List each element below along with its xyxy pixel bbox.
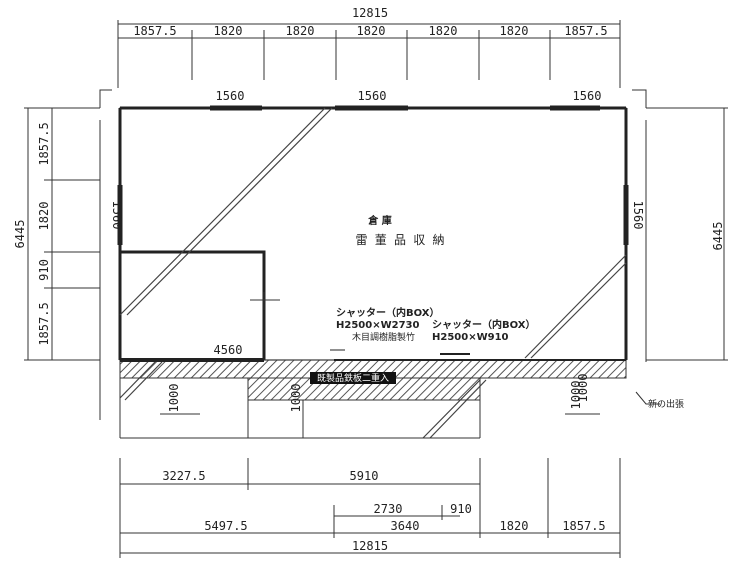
shutter-labels: シャッター（内BOX） H2500×W2730 シャッター（内BOX） H250… [330, 306, 535, 351]
shutter-b-size: H2500×W910 [432, 332, 509, 343]
window-bottom: 4560 [214, 343, 243, 357]
left-total-dim: 6445 [13, 220, 27, 249]
left-dimension-chain: 6445 1857.5 1820 910 1857.5 [13, 107, 100, 361]
band-label: 既製品鉄板二重入 [317, 372, 389, 384]
window-right: 1560 [631, 201, 645, 230]
apron-area: 1000 1000 1000 1000 新の出張 [119, 374, 684, 439]
top-seg-5: 1820 [429, 24, 458, 38]
bottom-row3-c: 1820 [500, 519, 529, 533]
bottom-row3-d: 1857.5 [562, 519, 605, 533]
room-use: 雷 董 品 収 納 [356, 233, 445, 247]
left-seg-3: 910 [37, 259, 51, 281]
bottom-row1-b: 5910 [350, 469, 379, 483]
shutter-a-size: H2500×W2730 [336, 320, 419, 331]
top-seg-3: 1820 [286, 24, 315, 38]
room-name: 倉 庫 [367, 214, 391, 227]
shutter-note: 木目調樹脂製竹 [352, 331, 415, 343]
bottom-dimension-chain: 3227.5 5910 2730 910 5497.5 3640 1820 18… [119, 458, 621, 558]
left-seg-1: 1857.5 [37, 122, 51, 165]
window-top-a: 1560 [216, 89, 245, 103]
diagonal-lines [119, 107, 627, 439]
window-top-b: 1560 [358, 89, 387, 103]
top-seg-4: 1820 [357, 24, 386, 38]
window-top-c: 1560 [573, 89, 602, 103]
bottom-row3-b: 3640 [391, 519, 420, 533]
shutter-a-title: シャッター（内BOX） [336, 306, 439, 319]
apron-depth-4: 1000 [576, 374, 590, 403]
top-seg-2: 1820 [214, 24, 243, 38]
bottom-row2-a: 2730 [374, 502, 403, 516]
top-total-dim: 12815 [352, 6, 388, 20]
apron-note: 新の出張 [648, 398, 684, 410]
window-left: 1560 [110, 201, 124, 230]
left-seg-2: 1820 [37, 202, 51, 231]
top-seg-6: 1820 [500, 24, 529, 38]
room-labels: 倉 庫 雷 董 品 収 納 [356, 214, 445, 247]
bottom-row2-b: 910 [450, 502, 472, 516]
window-openings: 1560 1560 1560 1560 1560 [110, 89, 645, 245]
top-dimension-chain: 12815 1857.5 1820 1820 1820 1820 1820 18… [117, 6, 621, 88]
apron-depth-3: 1000 [569, 381, 583, 410]
right-total-dim: 6445 [711, 222, 725, 251]
apron-depth-1: 1000 [167, 384, 181, 413]
right-dimension-chain: 6445 [646, 107, 728, 361]
bottom-row1-a: 3227.5 [162, 469, 205, 483]
inner-partition [120, 250, 280, 360]
top-seg-1: 1857.5 [133, 24, 176, 38]
shutter-b-title: シャッター（内BOX） [432, 318, 535, 331]
apron-depth-2: 1000 [289, 384, 303, 413]
bottom-total-dim: 12815 [352, 539, 388, 553]
top-seg-7: 1857.5 [564, 24, 607, 38]
bottom-row3-a: 5497.5 [204, 519, 247, 533]
left-seg-4: 1857.5 [37, 302, 51, 345]
front-hatched-band: 既製品鉄板二重入 4560 [119, 343, 627, 401]
